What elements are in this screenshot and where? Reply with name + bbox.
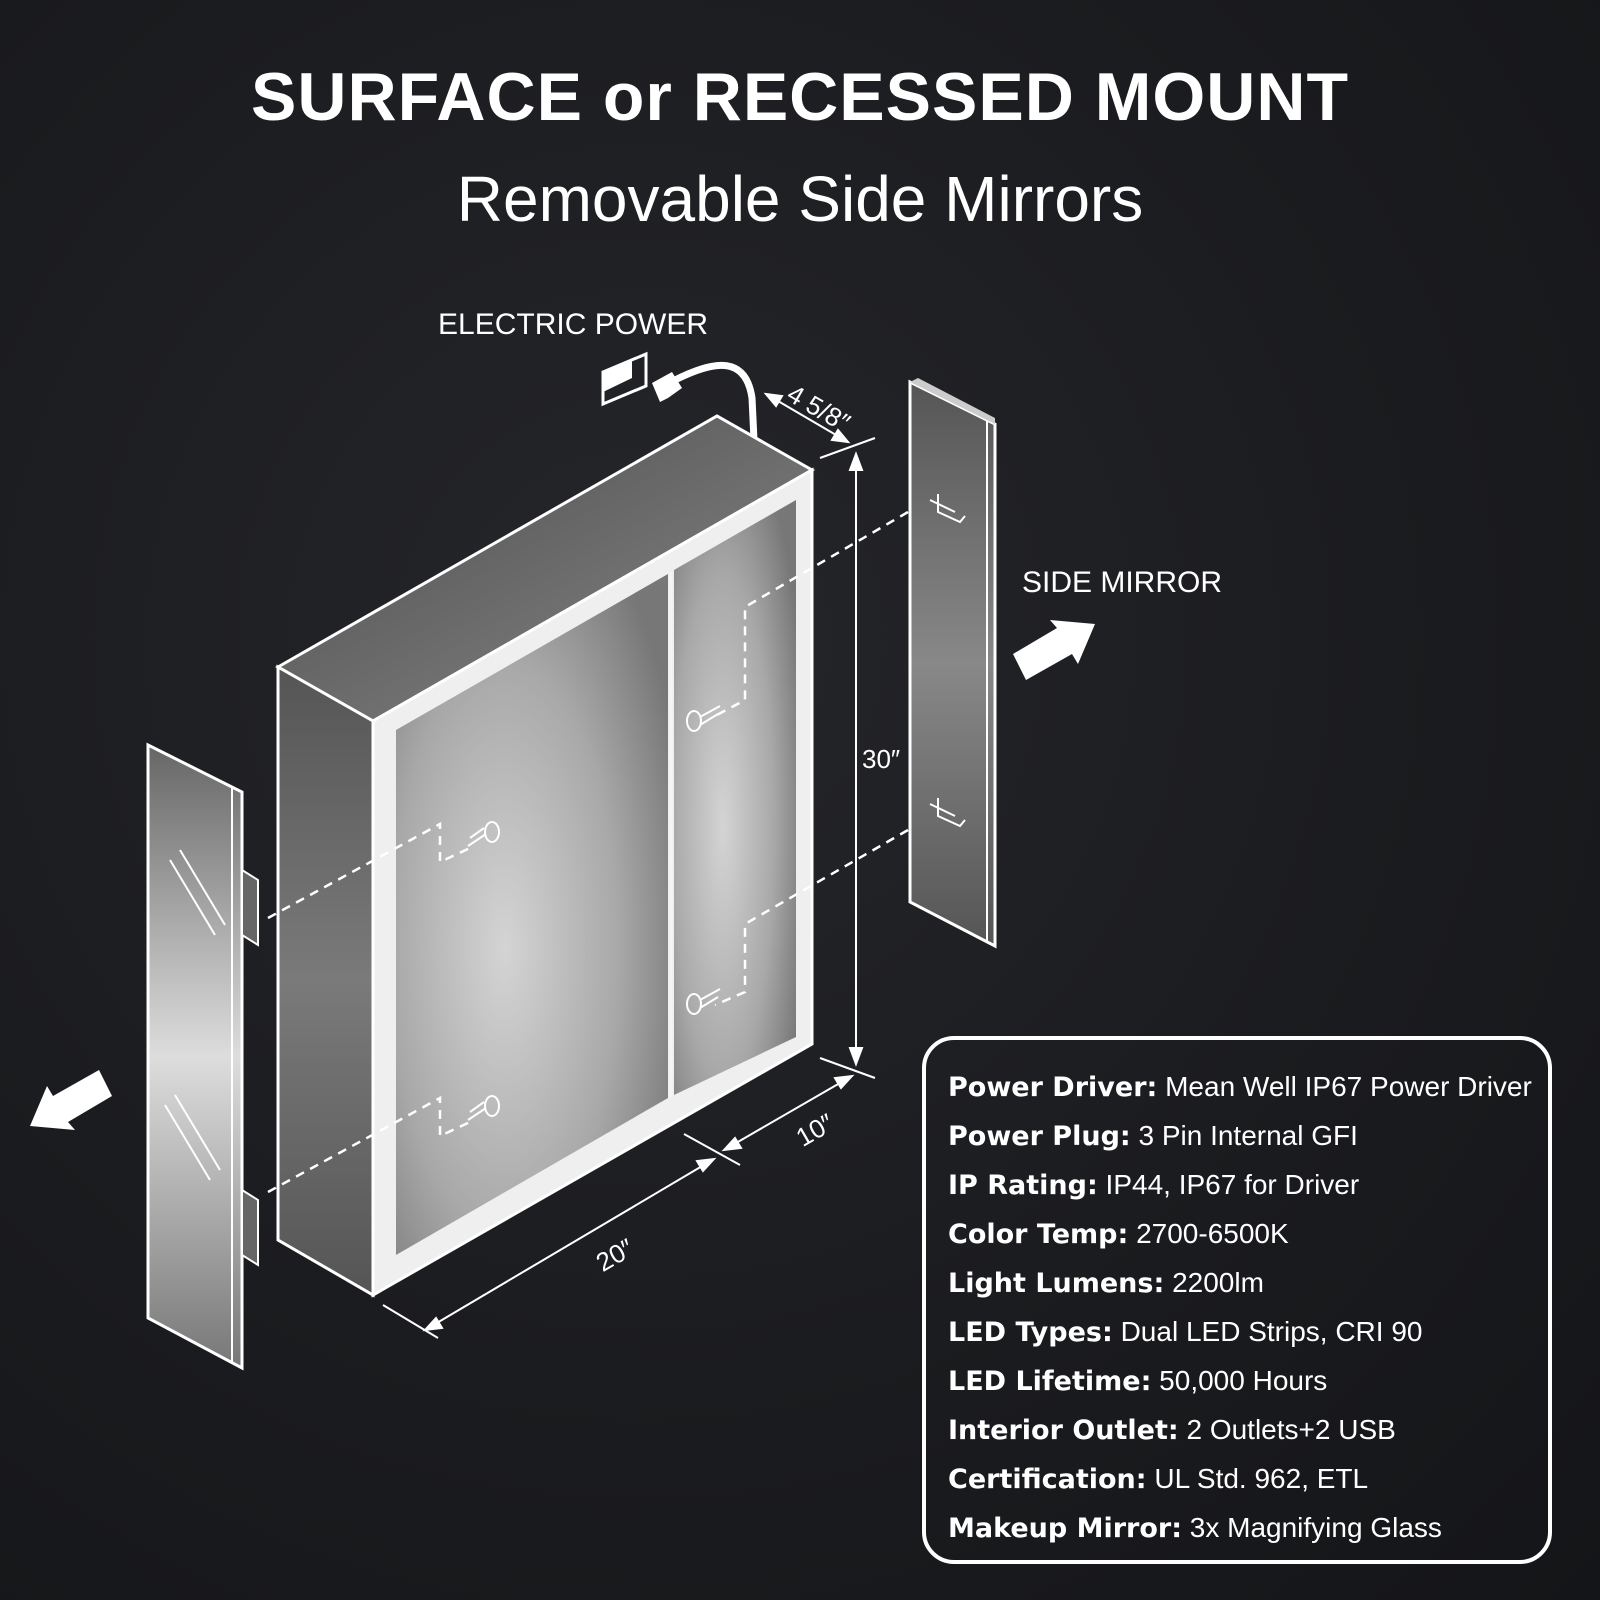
spec-row: LED Lifetime: 50,000 Hours — [948, 1356, 1548, 1405]
cabinet-mirror-left-door — [396, 574, 668, 1255]
spec-row: Power Driver: Mean Well IP67 Power Drive… — [948, 1062, 1548, 1111]
bracket-icon — [929, 494, 966, 524]
spec-value: UL Std. 962, ETL — [1154, 1463, 1369, 1494]
spec-key: Interior Outlet: — [948, 1415, 1179, 1446]
left-side-mirror — [146, 742, 259, 1371]
spec-key: Color Temp: — [948, 1219, 1129, 1250]
page-subtitle: Removable Side Mirrors — [456, 163, 1144, 235]
screw-icon — [467, 705, 721, 1121]
spec-key: Power Plug: — [948, 1121, 1131, 1152]
power-outlet-icon — [601, 351, 758, 441]
mounting-guides — [267, 510, 909, 1194]
page-title: SURFACE or RECESSED MOUNT — [251, 59, 1349, 135]
spec-value: 50,000 Hours — [1159, 1365, 1328, 1396]
specifications-panel: Power Driver: Mean Well IP67 Power Drive… — [922, 1036, 1552, 1564]
spec-value: 3x Magnifying Glass — [1189, 1512, 1442, 1543]
spec-value: 3 Pin Internal GFI — [1138, 1120, 1358, 1151]
height-dimension: 30″ — [862, 744, 901, 774]
spec-key: Makeup Mirror: — [948, 1513, 1182, 1544]
cabinet-side — [276, 664, 375, 1298]
spec-row: LED Types: Dual LED Strips, CRI 90 — [948, 1307, 1548, 1356]
dimension-lines — [382, 392, 876, 1339]
side-mirror-label: SIDE MIRROR — [1022, 566, 1223, 599]
spec-value: Dual LED Strips, CRI 90 — [1120, 1316, 1423, 1347]
spec-row: Color Temp: 2700-6500K — [948, 1209, 1548, 1258]
spec-row: Certification: UL Std. 962, ETL — [948, 1454, 1548, 1503]
spec-key: LED Lifetime: — [948, 1366, 1152, 1397]
spec-value: Mean Well IP67 Power Driver — [1165, 1071, 1532, 1102]
spec-key: Light Lumens: — [948, 1268, 1165, 1299]
spec-row: Interior Outlet: 2 Outlets+2 USB — [948, 1405, 1548, 1454]
electric-power-label: ELECTRIC POWER — [438, 308, 709, 341]
spec-value: 2200lm — [1172, 1267, 1264, 1298]
spec-key: Power Driver: — [948, 1072, 1158, 1103]
spec-value: 2 Outlets+2 USB — [1186, 1414, 1396, 1445]
spec-row: Light Lumens: 2200lm — [948, 1258, 1548, 1307]
spec-value: IP44, IP67 for Driver — [1105, 1169, 1360, 1200]
spec-row: IP Rating: IP44, IP67 for Driver — [948, 1160, 1548, 1209]
spec-key: Certification: — [948, 1464, 1147, 1495]
spec-value: 2700-6500K — [1136, 1218, 1289, 1249]
cabinet-mirror-right-door — [674, 500, 796, 1095]
arrow-right-icon — [1013, 620, 1095, 680]
spec-key: IP Rating: — [948, 1170, 1098, 1201]
right-side-mirror — [908, 378, 997, 949]
bracket-icon — [929, 798, 966, 828]
spec-key: LED Types: — [948, 1317, 1113, 1348]
spec-row: Makeup Mirror: 3x Magnifying Glass — [948, 1503, 1548, 1552]
spec-row: Power Plug: 3 Pin Internal GFI — [948, 1111, 1548, 1160]
medicine-cabinet — [274, 414, 816, 1298]
arrow-left-icon — [30, 1070, 112, 1130]
